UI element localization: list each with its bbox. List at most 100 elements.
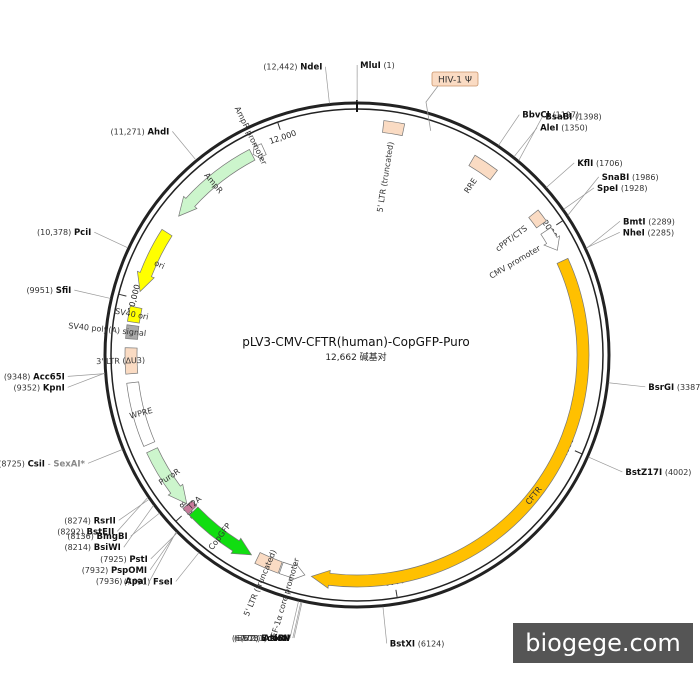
site-name: BstXI	[390, 639, 415, 649]
site-label: NheI (2285)	[623, 228, 674, 238]
site-name: EcoRV	[261, 634, 291, 644]
site-leader	[513, 127, 538, 157]
site-label: (6781) NotI	[240, 634, 290, 644]
site-position: (2289)	[648, 217, 675, 226]
site-label: (8214) BsiWI	[64, 543, 120, 553]
site-extra: SexAI*	[53, 459, 85, 469]
site-leader	[325, 66, 330, 104]
site-label: BstZ17I (4002)	[625, 468, 691, 478]
site-sfii: (9951) SfiI	[26, 286, 111, 299]
site-position: (8136)	[67, 532, 94, 541]
site-snabi: SnaBI (1986)	[567, 173, 659, 216]
tick-mark	[556, 220, 564, 226]
tick-label: 12,000	[268, 129, 297, 147]
site-position: (7691)	[124, 577, 151, 586]
site-label: (7691) FseI	[124, 577, 173, 587]
site-bsteii: (8292) BstEII	[57, 497, 149, 537]
site-nhei: NheI (2285)	[586, 228, 674, 249]
site-leader	[289, 601, 299, 639]
site-kfli: KflI (1706)	[546, 159, 623, 188]
feature-hiv-psi-leader	[425, 85, 439, 131]
site-label: BstXI (6124)	[390, 639, 445, 649]
site-position: (12,442)	[263, 63, 297, 72]
site-leader	[130, 512, 160, 537]
site-name: BmtI	[623, 217, 646, 227]
site-label: (11,271) AhdI	[111, 127, 170, 137]
site-leader	[588, 456, 623, 473]
feature-3-ltr-u3	[124, 347, 139, 375]
site-leader	[293, 601, 303, 639]
site-acc65i: (9348) Acc65I	[4, 372, 105, 382]
site-bsabi: BsaBI (1398)	[518, 113, 602, 161]
site-bstxi: BstXI (6124)	[382, 606, 445, 649]
site-label: (6801) AsiSI	[234, 634, 287, 644]
site-bsrgi: BsrGI (3387)	[608, 382, 700, 393]
site-position: (6772)	[232, 634, 259, 643]
site-position: (2285)	[648, 228, 675, 237]
site-bmti: BmtI (2289)	[586, 217, 675, 249]
site-position: (7932)	[82, 566, 109, 575]
site-name: PstI	[129, 555, 147, 565]
feature-copgfp	[188, 506, 253, 556]
site-leader	[172, 131, 197, 161]
site-name: PspOMI	[111, 566, 147, 576]
site-position: (8214)	[64, 543, 91, 552]
site-bstz17i: BstZ17I (4002)	[588, 456, 691, 478]
site-position: (9348)	[4, 372, 31, 381]
site-name: BsrGI	[648, 383, 674, 393]
site-position: (1928)	[621, 184, 648, 193]
feature-hiv-psi-label: HIV-1 Ψ	[438, 76, 472, 86]
site-leader	[518, 116, 543, 161]
site-name: CsiI	[28, 459, 45, 469]
site-bbvci: BbvCI (1197)	[498, 111, 579, 146]
site-name: RsrII	[94, 516, 116, 526]
tick-mark	[175, 515, 183, 522]
site-position: (6801)	[234, 634, 261, 643]
site-label: SnaBI (1986)	[602, 173, 659, 183]
site-leader	[123, 505, 154, 548]
site-name: AleI	[540, 124, 558, 134]
site-name: PciI	[74, 228, 91, 238]
site-position: (8292)	[57, 527, 84, 536]
site-position: (7936)	[96, 577, 123, 586]
site-asisi: (6801) AsiSI	[234, 601, 299, 644]
site-label: BsaBI (1398)	[545, 113, 601, 123]
site-label: SpeI (1928)	[597, 184, 647, 194]
site-position: (1)	[383, 61, 394, 70]
site-name: BstEII	[87, 527, 115, 537]
site-noti: (6781) NotI	[240, 601, 302, 644]
site-leader	[586, 231, 620, 249]
site-ndei: (12,442) NdeI	[263, 63, 330, 104]
site-name: SpeI	[597, 184, 618, 194]
site-ahdi: (11,271) AhdI	[111, 127, 197, 161]
site-position: (1398)	[575, 113, 602, 122]
site-leader	[149, 531, 177, 582]
site-pcii: (10,378) PciI	[37, 228, 128, 249]
site-rsrii: (8274) RsrII	[64, 498, 150, 526]
site-label: (9352) KpnI	[14, 383, 65, 393]
restriction-sites: MluI (1)BbvCI (1197)AleI (1350)BsaBI (13…	[0, 61, 700, 649]
site-pspomi: (7932) PspOMI	[82, 532, 177, 576]
site-name: KpnI	[43, 383, 65, 393]
feature-t2a	[182, 500, 198, 515]
tick-mark	[574, 450, 583, 455]
feature-rre	[468, 154, 498, 181]
site-label: AleI (1350)	[540, 124, 588, 134]
tick-mark	[395, 589, 398, 598]
site-label: BsrGI (3387)	[648, 383, 700, 393]
site-leader	[74, 289, 111, 299]
feature-5-ltr-truncated	[254, 552, 283, 574]
site-leader	[382, 606, 388, 644]
site-label: (12,442) NdeI	[263, 63, 322, 73]
feature-ori	[136, 228, 173, 293]
site-position: (1706)	[596, 159, 623, 168]
site-label: (6772) EcoRV	[232, 634, 292, 644]
site-name: BsiWI	[94, 543, 121, 553]
site-name: Acc65I	[33, 372, 65, 382]
site-bmgbi: (8136) BmgBI	[67, 512, 160, 542]
site-name: KflI	[577, 159, 593, 169]
site-apai: (7936) ApaI	[96, 531, 177, 587]
site-name: FseI	[153, 577, 173, 587]
feature-label-ori: ori	[153, 258, 166, 271]
site-name: BsaBI	[545, 113, 572, 123]
